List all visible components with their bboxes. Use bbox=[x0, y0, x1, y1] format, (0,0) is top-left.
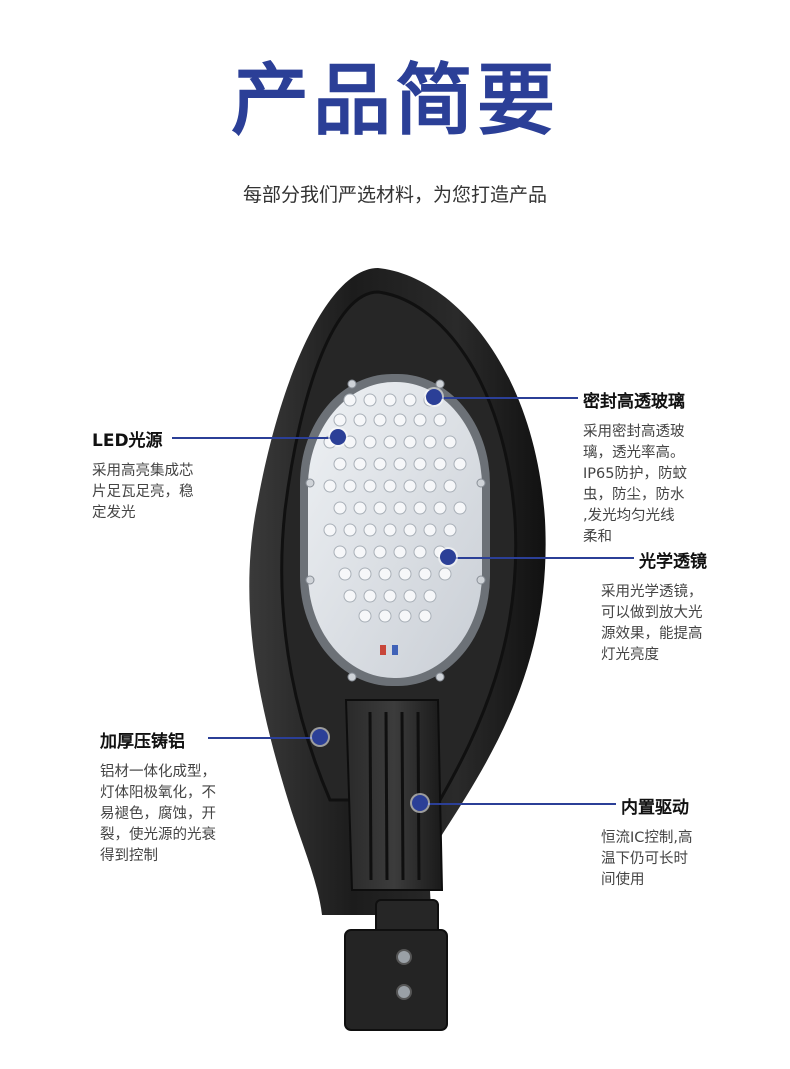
led-array bbox=[323, 393, 467, 623]
feature-led-title: LED光源 bbox=[92, 431, 163, 451]
connector-lens bbox=[448, 557, 634, 559]
feature-glass-desc: 采用密封高透玻 璃，透光率高。 IP65防护，防蚊 虫，防尘，防水 ,发光均匀光… bbox=[583, 424, 687, 545]
connector-led bbox=[172, 437, 338, 439]
connector-driver bbox=[420, 803, 616, 805]
dot-driver bbox=[412, 795, 428, 811]
page-title: 产品简要 bbox=[230, 56, 559, 146]
dot-led bbox=[330, 429, 346, 445]
dot-housing bbox=[312, 729, 328, 745]
feature-led-source: LED光源 采用高亮集成芯 片足瓦足亮，稳 定发光 bbox=[92, 426, 194, 524]
feature-diecast-aluminum: 加厚压铸铝 铝材一体化成型， 灯体阳极氧化，不 易褪色，腐蚀，开 裂，使光源的光… bbox=[100, 727, 216, 867]
feature-housing-title: 加厚压铸铝 bbox=[100, 732, 185, 752]
feature-lens-desc: 采用光学透镜， 可以做到放大光 源效果，能提高 灯光亮度 bbox=[601, 584, 703, 663]
mount-bolt-bottom bbox=[396, 984, 412, 1000]
dot-lens bbox=[440, 549, 456, 565]
feature-builtin-driver: 内置驱动 恒流IC控制,高 温下仍可长时 间使用 bbox=[601, 793, 693, 891]
pole-mount-tube bbox=[344, 929, 448, 1031]
lamp-neck bbox=[344, 699, 444, 891]
feature-glass-title: 密封高透玻璃 bbox=[583, 392, 685, 412]
mount-bolt-top bbox=[396, 949, 412, 965]
page-subtitle: 每部分我们严选材料，为您打造产品 bbox=[242, 184, 547, 206]
board-blue-mark bbox=[392, 645, 398, 655]
feature-sealed-glass: 密封高透玻璃 采用密封高透玻 璃，透光率高。 IP65防护，防蚊 虫，防尘，防水… bbox=[583, 387, 687, 548]
feature-driver-title: 内置驱动 bbox=[621, 798, 689, 818]
lens-screws bbox=[305, 379, 486, 682]
feature-led-desc: 采用高亮集成芯 片足瓦足亮，稳 定发光 bbox=[92, 463, 194, 521]
connector-glass bbox=[434, 397, 578, 399]
connector-housing bbox=[208, 737, 318, 739]
feature-optical-lens: 光学透镜 采用光学透镜， 可以做到放大光 源效果，能提高 灯光亮度 bbox=[601, 547, 707, 666]
dot-glass bbox=[426, 389, 442, 405]
feature-driver-desc: 恒流IC控制,高 温下仍可长时 间使用 bbox=[601, 830, 693, 888]
feature-housing-desc: 铝材一体化成型， 灯体阳极氧化，不 易褪色，腐蚀，开 裂，使光源的光衰 得到控制 bbox=[100, 764, 216, 864]
feature-lens-title: 光学透镜 bbox=[639, 552, 707, 572]
board-red-mark bbox=[380, 645, 386, 655]
